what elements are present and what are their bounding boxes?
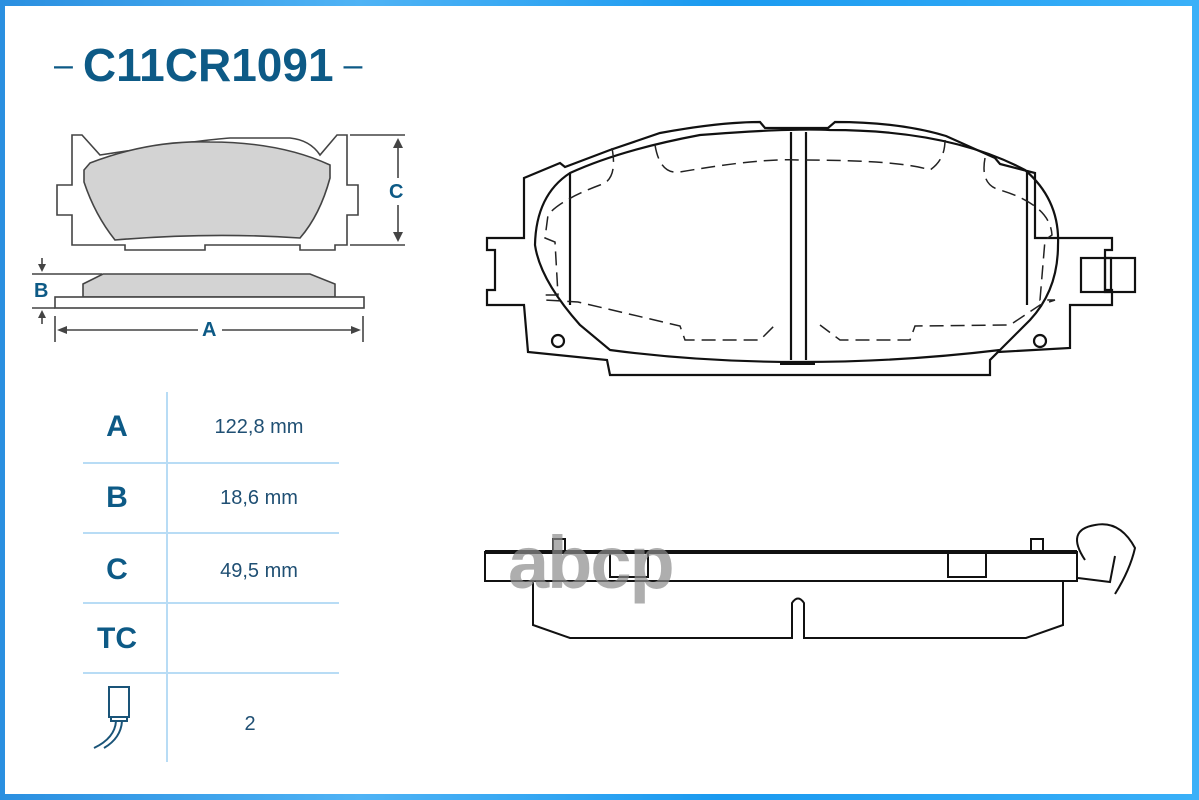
table-row-divider — [83, 672, 339, 674]
page-title: – C11CR1091 – — [44, 39, 372, 91]
wear-sensor-icon — [93, 686, 130, 749]
title-dash-left: – — [54, 45, 73, 84]
spec-label-c: C — [106, 553, 128, 586]
dimension-label-c: C — [389, 181, 404, 203]
spec-value-a: 122,8 mm — [214, 416, 304, 438]
spec-label-a: A — [106, 410, 128, 443]
spec-label-b: B — [106, 481, 128, 514]
table-row-divider — [83, 532, 339, 534]
dimension-label-a: A — [202, 319, 217, 341]
spec-value-c: 49,5 mm — [220, 560, 298, 582]
title-dash-right: – — [343, 45, 363, 84]
spec-value-b: 18,6 mm — [220, 487, 298, 509]
content-panel — [5, 6, 1192, 794]
spec-value-sensor-count: 2 — [244, 713, 256, 735]
table-row-divider — [83, 462, 339, 464]
watermark: abcp — [508, 521, 675, 604]
spec-label-tc: TC — [97, 622, 137, 655]
table-divider-vertical — [166, 392, 168, 762]
table-row-divider — [83, 602, 339, 604]
dimension-label-b: B — [34, 280, 49, 302]
part-number: C11CR1091 — [82, 39, 334, 91]
